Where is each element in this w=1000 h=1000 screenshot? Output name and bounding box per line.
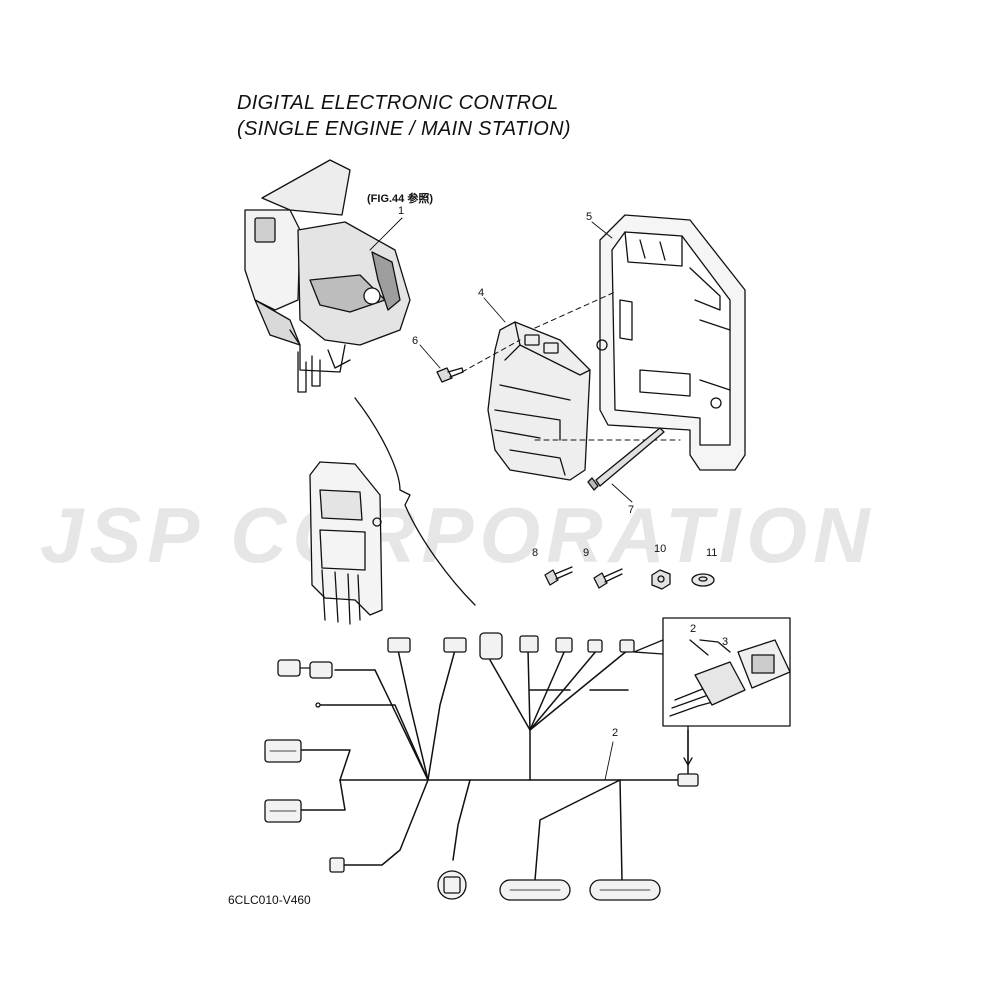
part-4-control-module — [487, 321, 591, 481]
assembly-guide-lines — [461, 291, 681, 441]
callout-3: 3 — [722, 636, 728, 648]
part-11-washer — [691, 573, 715, 587]
callout-8: 8 — [532, 547, 538, 559]
diagram-title-line2: (SINGLE ENGINE / MAIN STATION) — [237, 118, 571, 140]
callout-2-inset: 2 — [690, 623, 696, 635]
assembled-bracket-view — [309, 461, 383, 625]
callout-9: 9 — [583, 547, 589, 559]
part-5-bracket — [596, 214, 746, 471]
part-7-cable-tie — [587, 427, 665, 491]
figure-reference-note: (FIG.44 参照) — [367, 193, 434, 205]
harness-connectors — [264, 632, 699, 901]
callout-5: 5 — [586, 211, 592, 223]
callout-7: 7 — [628, 504, 634, 516]
part-1-control-lever — [244, 159, 411, 393]
callout-2: 2 — [612, 727, 618, 739]
part-6-screw — [436, 367, 464, 383]
diagram-title-line1: DIGITAL ELECTRONIC CONTROL — [237, 92, 559, 114]
part-10-nut — [651, 569, 671, 590]
part-9-screw — [593, 568, 623, 589]
callout-leaders — [369, 217, 633, 781]
callout-6: 6 — [412, 335, 418, 347]
callout-1: 1 — [398, 205, 404, 217]
diagram-code: 6CLC010-V460 — [228, 893, 311, 907]
grouping-brace — [354, 397, 476, 606]
connector-pin-details — [269, 750, 651, 891]
part-2-wire-harness — [299, 649, 689, 881]
watermark: JSP CORPORATION — [40, 491, 876, 579]
connector-detail-inset — [633, 617, 791, 766]
callout-11: 11 — [706, 547, 717, 559]
part-8-screw — [544, 566, 573, 586]
callout-10: 10 — [654, 543, 666, 555]
callout-4: 4 — [478, 287, 484, 299]
